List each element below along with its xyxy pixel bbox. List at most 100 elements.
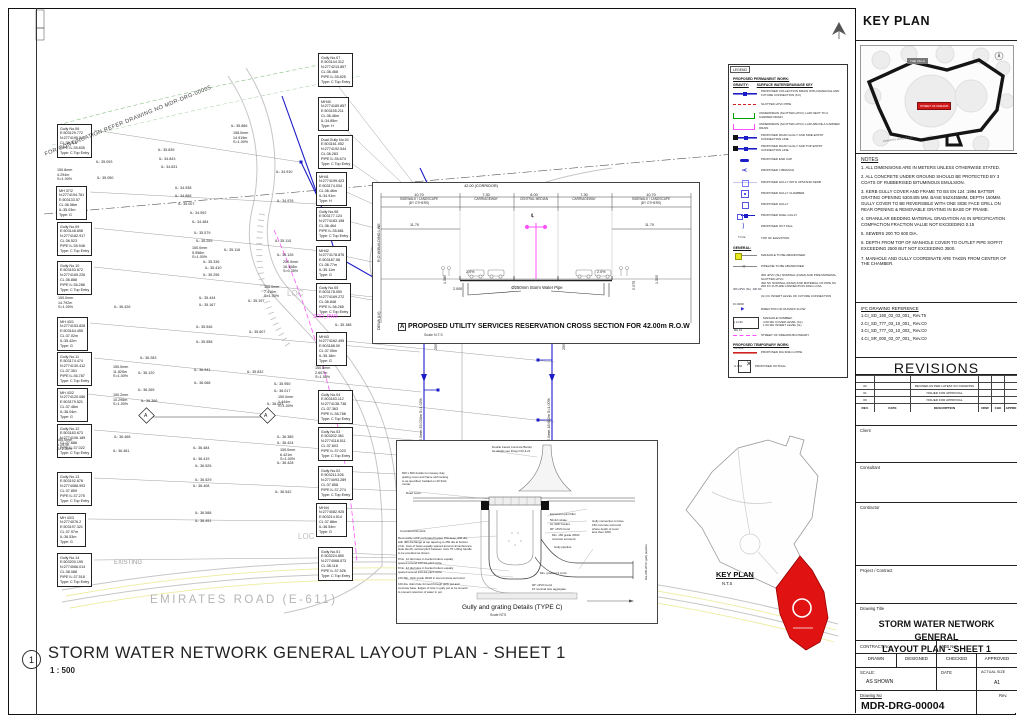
rev-date (874, 396, 910, 403)
legend-symbol-icon: FC Ø200 IL 2.130 (733, 292, 757, 324)
legend-row-label: PROPOSED DIA 300mm PIPE (761, 350, 803, 355)
legend-box (728, 64, 848, 378)
rev-header-description: DESCRIPTION (910, 403, 978, 412)
rev-description: ISSUED FOR APPROVAL (910, 396, 978, 403)
legend-row: 300 uPVC (SL) 400 NC 300 uPVC (SL) NOMIN… (733, 273, 841, 291)
key-plan-map-section: THE VILLA STREET OF DREAMS EMIRATES ROAD… (856, 40, 1017, 153)
road-name-label: EMIRATES ROAD (E-611) (150, 594, 338, 606)
legend-row: PROPOSED END CAP (733, 156, 841, 164)
key-plan-small-drawing (685, 435, 829, 651)
legend-symbol-icon (733, 305, 757, 313)
note-item: 1. ALL DIMENSIONS ARE IN METERS UNLESS O… (861, 165, 1001, 170)
gully-detail-title: Gully and grating Details (TYPE C) (462, 604, 563, 611)
villa-label: THE VILLA (907, 58, 929, 64)
legend-row-label: PROPOSED ROAD GULLY AND TOP ENTRY CONNEC… (761, 144, 823, 152)
designed-label: DESIGNED (896, 654, 936, 668)
legend-symbol-icon (733, 262, 757, 271)
legend-rows: PROPOSED COLLECTION DRAIN WITH MANHOLE A… (733, 89, 841, 242)
rev-apprd (1004, 375, 1017, 382)
gully-detail-drawing (404, 444, 635, 603)
legend-symbol-icon (733, 190, 757, 199)
legend-row: MANHOLE TO BE ABANDONED (733, 251, 841, 261)
consultant-section: Consultant (856, 462, 1017, 502)
legend-permanent-header: PROPOSED PERMANENT WORK: (733, 77, 790, 81)
key-plan-small (672, 432, 867, 657)
legend-key-label: SURFACE WATER/DRAINAGE KEY (756, 83, 813, 87)
job-no-label: JOB No: (941, 644, 957, 649)
legend-row: PROPOSED GULLY WITH UPSTAND KERB (733, 178, 841, 187)
legend-row: PROPOSED ROAD GULLY AND SIDE ENTRY CONNE… (733, 133, 841, 142)
legend-row-label: PROPOSED GULLY (761, 202, 789, 206)
legend-symbol-icon (733, 212, 757, 221)
legend-row: PROPOSED DUEL GULLY (733, 212, 841, 221)
key-plan-small-title: KEY PLAN (716, 570, 754, 579)
revisions-table: 02 REVISED AS PER LATEST IFC DRAWING 01 … (856, 375, 1017, 412)
legend-row-label: 300 uPVC (SL) NOMINAL (DIAM) AND PIPE MA… (761, 273, 838, 289)
rev-no: 00 (856, 396, 874, 403)
centerline-symbol: ℄ (531, 213, 535, 219)
revision-row: 00 ISSUED FOR APPROVAL (856, 396, 1017, 403)
legend-symbol-icon (733, 101, 757, 110)
legend-row: PROPOSED OUT FALL (733, 222, 841, 231)
rev-no: 02 (856, 382, 874, 389)
rev-apprd (1004, 396, 1017, 403)
revisions-title: REVISIONS (893, 360, 980, 376)
legend-symbol-icon (733, 234, 757, 242)
plan-scale: 1 : 500 (50, 666, 75, 675)
rev-chk (991, 389, 1004, 396)
contractor-section: Contractor (856, 502, 1017, 565)
notes-section: NOTES 1. ALL DIMENSIONS ARE IN METERS UN… (856, 153, 1017, 302)
legend-symbol-icon (733, 113, 755, 120)
ifc-item: 1.CI_SD_150_03_03_001_ Rev.T5 (861, 313, 927, 318)
approved-label: APPROVED (976, 654, 1017, 668)
drawing-no-row: Drawing No MDR-DRG-00004 Rev. (856, 690, 1017, 714)
ifc-item: 3.CI_SD_777_03_10_003_ Rev.C0 (861, 328, 927, 333)
size-label: ACTUAL SIZE (981, 670, 1006, 674)
plan-number: 1 (28, 654, 34, 665)
rev-description: ISSUED FOR APPROVAL (910, 389, 978, 396)
legend-temporary-rows: PROPOSED DIA 300mm PIPE PROPOSED OUTFALL (733, 348, 841, 374)
note-item: 2. ALL CONCRETE UNDER GROUND SHOULD BE P… (861, 174, 1000, 186)
legend-row-label: PROPOSED DUEL GULLY (761, 213, 798, 218)
ifc-item: 2.CI_SD_777_03_10_001_ Rev.C0 (861, 320, 927, 326)
corridor-dimension: 42.00 (CORRIDOR) (464, 184, 498, 188)
legend-row: UNDERDRAIN (SLOTTED uPVC) LAID NEXT TO A… (733, 112, 841, 120)
legend-symbol-sample: 300 uPVC (SL) 400 NC (733, 287, 762, 291)
ifc-list: 1.CI_SD_150_03_03_001_ Rev.T5 2.CI_SD_777… (856, 313, 1017, 341)
plan-title: STORM WATER NETWORK GENERAL LAYOUT PLAN … (48, 644, 566, 662)
legend-row-label: (IL) FC INVERT LEVEL OF FUTURE CONNECTIO… (761, 294, 832, 299)
key-plan-header-section: KEY PLAN (856, 8, 1017, 40)
legend-symbol-icon (733, 201, 757, 209)
scale-value: AS SHOWN (866, 679, 894, 685)
ifc-title: IFC DRAWING REFERENCE (861, 306, 919, 311)
contract-no-label: CONTRACT No: (860, 644, 891, 649)
client-section: Client (856, 425, 1017, 462)
compass-icon (994, 51, 1004, 61)
legend-row-label: MANHOLE TO BE ABANDONED (761, 252, 806, 257)
legend-row: FC Ø200 IL 2.130 (IL) FC INVERT LEVEL OF… (733, 292, 841, 325)
legend-row-label: TOP OF ELEVATION (761, 235, 790, 240)
plan-border-line (36, 8, 37, 715)
legend-row-label: DIRECTION OF RUNOFF FLOW (761, 306, 806, 311)
revisions-header-section: REVISIONS (856, 357, 1017, 376)
plan-number-bubble: 1 (22, 650, 41, 669)
legend-row: PROPOSED ROAD GULLY AND TOP ENTRY CONNEC… (733, 144, 841, 153)
note-item: 4. GRANULAR BEDDING MATERIAL GRADATION A… (861, 216, 1006, 227)
cross-section-box (372, 182, 700, 344)
legend-row: PIPELINE TO BE ABANDONED (733, 262, 841, 271)
legend-row-label: UNDERDRAIN (SLOTTED uPVC) LAID ABOVE A C… (759, 122, 840, 130)
key-plan-title: KEY PLAN (863, 14, 930, 28)
legend-symbol-icon (733, 331, 757, 340)
drawing-title-label: Drawing Title (860, 606, 885, 611)
rev-header-drw: DRW (978, 403, 991, 412)
legend-row: PROPOSED OUTFALL (733, 360, 841, 374)
legend-row: MH 43 CL 4.00 IL 0.50 MANHOLE NUMBER: 4.… (733, 316, 841, 368)
drawing-no: MDR-DRG-00004 (861, 700, 945, 712)
legend-row-label: PROPOSED Y-BRANCH (761, 168, 795, 173)
rev-apprd (1004, 389, 1017, 396)
project-section: Project / Contract (856, 565, 1017, 603)
legend-temporary-header: PROPOSED TEMPORARY WORK: (733, 342, 790, 347)
legend-row-label: UNDERDRAIN (SLOTTED uPVC) LAID NEXT TO A… (759, 111, 829, 120)
cross-section-drawing (380, 193, 692, 323)
